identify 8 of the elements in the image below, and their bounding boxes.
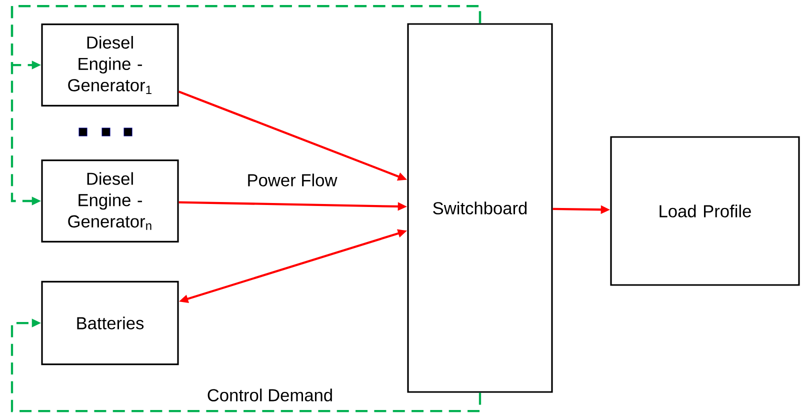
box: Diesel Engine - Generator$_{n}$ (41, 160, 179, 242)
box: Batteries (41, 280, 179, 366)
flow-label: Power Flow (245, 172, 339, 188)
box: Load Profile (610, 136, 800, 286)
box: Diesel Engine - Generator$_{1}$ (41, 24, 179, 106)
arrow (10, 318, 482, 412)
flow-label: Control Demand (206, 387, 334, 403)
box: Switchboard (407, 23, 553, 393)
